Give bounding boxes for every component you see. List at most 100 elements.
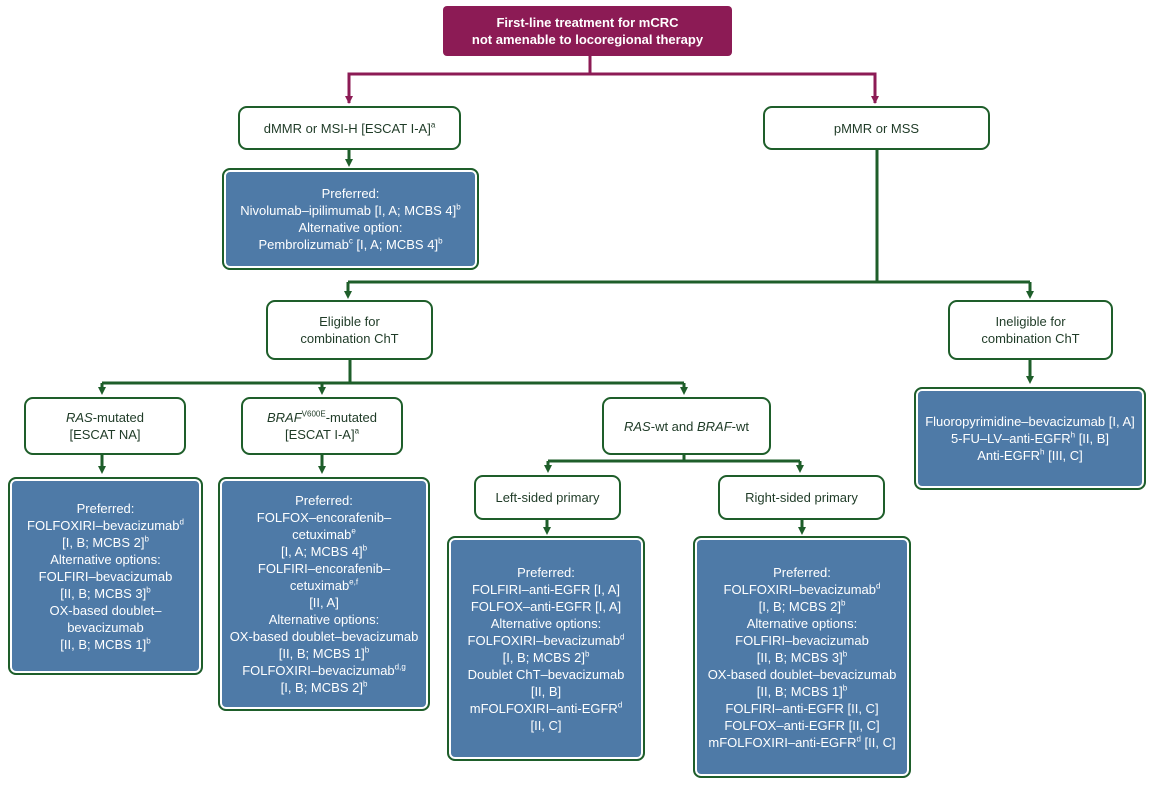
left-tx-line-5-footnote: d <box>620 632 625 642</box>
right-tx-line-11-evidence: [II, C] <box>860 734 896 750</box>
right-tx-line-3: [I, B; MCBS 2] <box>758 598 841 614</box>
ineligible-line-1: Ineligible for <box>995 314 1066 329</box>
ineligible-tx-line-1: Fluoropyrimidine–bevacizumab [I, A] <box>925 414 1135 429</box>
left-tx-line-3: FOLFOX–anti-EGFR [I, A] <box>470 598 622 614</box>
ineligible-tx-line-2-evidence: [II, B] <box>1075 431 1110 446</box>
ras-tx-preferred-label: Preferred: <box>76 500 135 516</box>
ras-tx-line-6-footnote: b <box>146 585 151 595</box>
dmmr-alt-regimen: Pembrolizumab <box>258 237 349 252</box>
ras-mutated-escat: [ESCAT NA] <box>69 427 141 442</box>
right-tx-line-3-footnote: b <box>840 598 846 608</box>
left-tx-line-2: FOLFIRI–anti-EGFR [I, A] <box>471 581 621 597</box>
ras-gene: RAS <box>65 410 93 425</box>
braf-mutated-escat: [ESCAT I-A] <box>284 427 355 442</box>
braf-tx-line-3: [I, A; MCBS 4] <box>280 544 363 559</box>
ras-tx-line-8: [II, B; MCBS 1] <box>60 636 147 652</box>
right-tx-line-9: FOLFIRI–anti-EGFR [II, C] <box>725 700 879 716</box>
connector-top-split <box>347 72 877 103</box>
eligible-line-2: combination ChT <box>300 331 399 346</box>
right-tx-line-8-footnote: b <box>842 683 848 693</box>
ras-tx-line-3: [I, B; MCBS 2] <box>62 534 145 550</box>
ras-tx-alt-label: Alternative options: <box>50 551 161 567</box>
connector-pmmr-split <box>348 150 1030 284</box>
braf-tx-line-8-footnote: b <box>364 645 370 655</box>
ineligible-tx-line-3-evidence: [III, C] <box>1044 448 1083 463</box>
left-sided-label: Left-sided primary <box>495 490 600 505</box>
eligible-line-1: Eligible for <box>319 314 380 329</box>
left-tx-alt-label: Alternative options: <box>490 615 602 631</box>
ineligible-tx-line-3-footnote: h <box>1040 447 1045 457</box>
raswt-middle: -wt and <box>650 418 697 434</box>
left-tx-line-8: [II, B] <box>530 683 562 699</box>
dmmr-label: dMMR or MSI-H [ESCAT I-A] <box>263 120 431 136</box>
braf-tx-alt-label: Alternative options: <box>268 612 380 627</box>
dmmr-preferred-footnote: b <box>456 202 461 212</box>
right-tx-line-6-footnote: b <box>842 649 848 659</box>
ineligible-line-2: combination ChT <box>981 331 1080 346</box>
dmmr-preferred-regimen: Nivolumab–ipilimumab [I, A; MCBS 4] <box>240 203 457 218</box>
ineligible-treatment-box: Fluoropyrimidine–bevacizumab [I, A] 5-FU… <box>914 387 1146 490</box>
left-tx-line-6-footnote: b <box>584 649 590 659</box>
left-sided-node: Left-sided primary <box>474 475 621 520</box>
right-tx-line-5: FOLFIRI–bevacizumab <box>735 632 869 648</box>
top-line-2: not amenable to locoregional therapy <box>471 32 704 47</box>
dmmr-preferred-label: Preferred: <box>321 186 380 201</box>
connector-eligible-split <box>102 360 684 385</box>
ras-tx-line-6: [II, B; MCBS 3] <box>60 585 147 601</box>
ineligible-tx-line-2-footnote: h <box>1070 430 1076 440</box>
pmmr-label: pMMR or MSS <box>833 120 920 136</box>
eligible-node: Eligible for combination ChT <box>266 300 433 360</box>
left-sided-treatment-box: Preferred: FOLFIRI–anti-EGFR [I, A] FOLF… <box>447 536 645 761</box>
ras-tx-line-7: OX-based doublet–bevacizumab <box>49 602 162 635</box>
ras-tx-line-5: FOLFIRI–bevacizumab <box>38 568 173 584</box>
braf-tx-line-10-footnote: b <box>362 679 368 689</box>
ineligible-tx-line-3: Anti-EGFR <box>977 448 1041 463</box>
right-tx-line-6: [II, B; MCBS 3] <box>756 649 843 665</box>
dmmr-alt-name-footnote: c <box>348 236 353 246</box>
right-tx-line-11-footnote: d <box>856 734 861 744</box>
ras-mutated-treatment-box: Preferred: FOLFOXIRI–bevacizumabd [I, B;… <box>8 477 203 675</box>
left-tx-line-6: [I, B; MCBS 2] <box>502 649 585 665</box>
top-node: First-line treatment for mCRC not amenab… <box>443 6 732 56</box>
left-tx-preferred-label: Preferred: <box>517 564 575 580</box>
braf-tx-line-10: [I, B; MCBS 2] <box>280 680 363 695</box>
braf-tx-line-9: FOLFOXIRI–bevacizumab <box>242 663 395 678</box>
left-tx-line-7: Doublet ChT–bevacizumab <box>467 666 625 682</box>
left-tx-line-5: FOLFOXIRI–bevacizumab <box>467 632 620 648</box>
right-tx-line-7: OX-based doublet–bevacizumab <box>707 666 897 682</box>
ras-tx-line-2: FOLFOXIRI–bevacizumab <box>27 517 180 533</box>
ras-mutated-node: RAS-mutated [ESCAT NA] <box>24 397 186 455</box>
right-tx-alt-label: Alternative options: <box>746 615 858 631</box>
braf-tx-preferred-label: Preferred: <box>295 493 353 508</box>
dmmr-treatment-box: Preferred: Nivolumab–ipilimumab [I, A; M… <box>222 168 479 270</box>
braf-tx-line-9-footnote: d,g <box>394 662 406 672</box>
dmmr-node: dMMR or MSI-H [ESCAT I-A]a <box>238 106 461 150</box>
dmmr-alt-evidence: [I, A; MCBS 4] <box>352 237 439 252</box>
dmmr-alt-footnote: b <box>438 236 443 246</box>
braf-tx-line-8: [II, B; MCBS 1] <box>278 646 365 661</box>
braf-mutated-node: BRAFV600E-mutated [ESCAT I-A]a <box>241 397 403 455</box>
left-tx-line-9-footnote: d <box>617 700 623 710</box>
braf-tx-line-4: FOLFIRI–encorafenib–cetuximab <box>257 561 391 593</box>
dmmr-alt-label: Alternative option: <box>298 220 403 235</box>
braf-gene: BRAF <box>266 410 302 425</box>
right-tx-line-2-footnote: d <box>876 581 881 591</box>
right-sided-treatment-box: Preferred: FOLFOXIRI–bevacizumabd [I, B;… <box>693 536 911 778</box>
right-sided-node: Right-sided primary <box>718 475 885 520</box>
ras-tx-line-3-footnote: b <box>144 534 149 544</box>
dmmr-footnote: a <box>430 120 436 130</box>
right-sided-label: Right-sided primary <box>745 490 858 505</box>
braf-tx-line-7: OX-based doublet–bevacizumab <box>229 629 419 644</box>
braf-mutated-suffix: -mutated <box>325 410 377 425</box>
left-tx-line-10: [II, C] <box>530 717 562 733</box>
right-tx-line-11: mFOLFOXIRI–anti-EGFR <box>708 734 857 750</box>
braf-tx-line-4-footnote: e,f <box>349 577 359 587</box>
ras-tx-line-8-footnote: b <box>146 636 151 646</box>
ras-tx-line-2-footnote: d <box>179 517 184 527</box>
ineligible-node: Ineligible for combination ChT <box>948 300 1113 360</box>
left-tx-line-9: mFOLFOXIRI–anti-EGFR <box>469 700 618 716</box>
raswt-ras-gene: RAS <box>624 418 651 434</box>
braf-tx-line-2: FOLFOX–encorafenib–cetuximab <box>256 510 392 542</box>
braf-tx-line-3-footnote: b <box>362 543 368 553</box>
